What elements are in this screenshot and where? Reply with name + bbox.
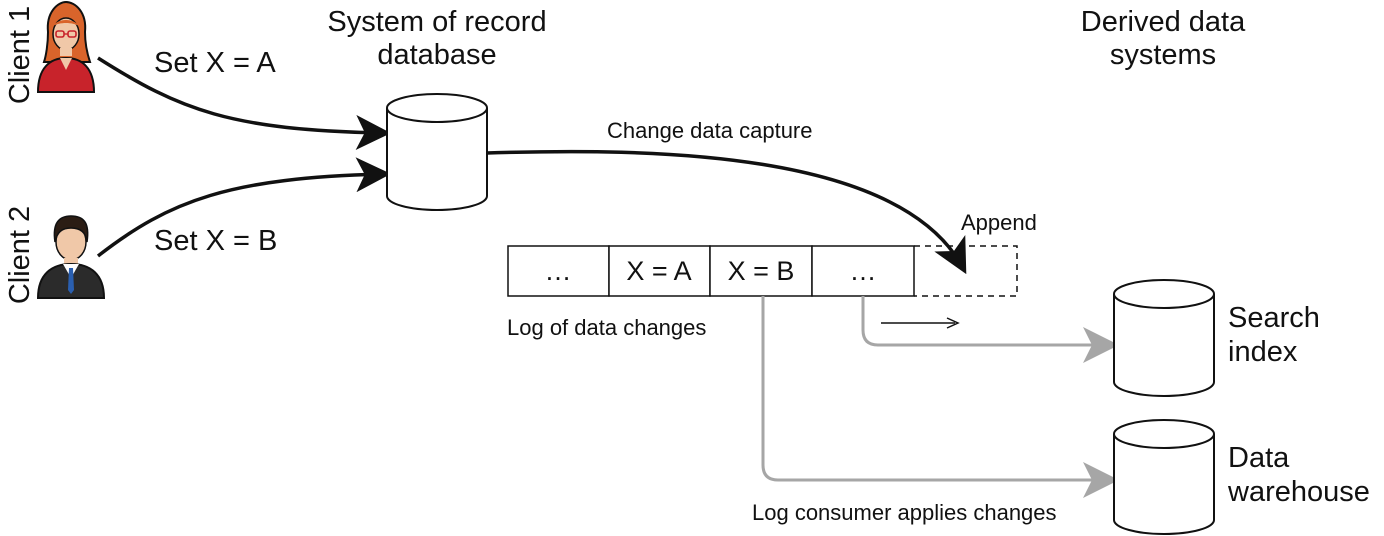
derived-systems-title: Derived data — [1081, 6, 1246, 38]
woman-user-icon — [36, 0, 96, 93]
data-warehouse-label: Data — [1228, 442, 1290, 474]
log-cell — [608, 245, 711, 297]
client-2-write-label: Set X = B — [154, 225, 277, 257]
data-warehouse-database-icon — [1113, 419, 1215, 535]
search-index-label: Search — [1228, 302, 1320, 334]
append-label: Append — [961, 210, 1037, 235]
consumer-line-search — [861, 296, 1119, 363]
system-of-record-title: System of record — [327, 6, 546, 38]
system-of-record-subtitle: database — [377, 39, 496, 71]
log-entry-x-b: X = B — [728, 256, 795, 286]
data-warehouse-label-line2: warehouse — [1227, 476, 1370, 508]
right-arrow-icon — [881, 317, 960, 329]
append-slot — [914, 245, 1018, 297]
man-user-icon — [36, 215, 106, 299]
client-2-label: Client 2 — [4, 206, 36, 304]
search-index-label-line2: index — [1228, 336, 1298, 368]
client-2-write-arrow — [96, 157, 391, 258]
client-1-write-label: Set X = A — [154, 47, 276, 79]
client-1-label: Client 1 — [4, 6, 36, 104]
cdc-arrow — [486, 149, 967, 275]
cdc-label: Change data capture — [607, 118, 813, 143]
log-entry-x-a: X = A — [626, 256, 691, 286]
derived-systems-subtitle: systems — [1110, 39, 1216, 71]
log-cell — [811, 245, 915, 297]
consumer-line-warehouse — [761, 296, 1119, 498]
log-caption: Log of data changes — [507, 315, 706, 340]
client-1-write-arrow — [97, 56, 391, 150]
change-log: … X = A X = B … — [507, 245, 1018, 297]
log-entry-ellipsis-start: … — [545, 256, 572, 286]
log-cell — [507, 245, 610, 297]
database-icon — [386, 93, 488, 211]
search-index-database-icon — [1113, 279, 1215, 397]
consumer-label: Log consumer applies changes — [752, 500, 1057, 525]
log-entry-ellipsis-end: … — [850, 256, 877, 286]
